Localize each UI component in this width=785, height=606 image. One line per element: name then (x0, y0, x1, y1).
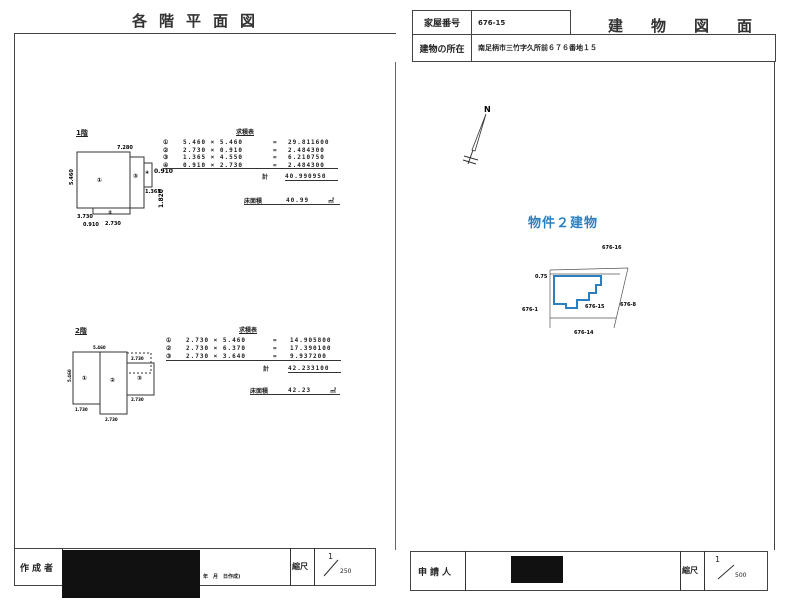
f2-dim-bottom-left: 1.730 (75, 407, 88, 412)
location-label: 建物の所在 (412, 34, 472, 62)
floor2-label: 2階 (75, 327, 87, 335)
floor2-total-label: 計 (263, 366, 270, 373)
floor-plans-title: 各階平面図 (132, 12, 268, 30)
neighbor-north: 676-16 (602, 245, 622, 251)
floor1-floor-area: 床面積 40.99 ㎡ (244, 196, 340, 205)
neighbor-west: 676-1 (522, 307, 539, 313)
applicant-label: 申請人 (418, 568, 455, 578)
site-plan: 676-16 676-1 676-8 676-14 676-15 0.75 (522, 245, 637, 336)
neighbor-south: 676-14 (574, 330, 594, 336)
f2-region-3: ③ (137, 375, 142, 382)
floor1-plan: 7.280 5.460 3.730 2.730 0.910 0.910 1.36… (69, 145, 173, 228)
f2-dim-right-bottom: 2.730 (131, 397, 144, 402)
f2-region-1: ① (82, 375, 87, 382)
created-date: 年 月 日作成) (203, 574, 241, 580)
f1-dim-right-b: 1.365 (145, 189, 161, 195)
f2-dim-top: 5.460 (93, 345, 106, 350)
floor1-total-label: 計 (262, 174, 269, 181)
f1-dim-bottom: 2.730 (105, 221, 121, 227)
f1-dim-bottom-small: 0.910 (83, 222, 99, 228)
f1-region-1: ① (97, 177, 102, 184)
f1-dim-right: 0.910 (154, 168, 173, 175)
f1-dim-bottom-left: 3.730 (77, 214, 93, 220)
f1-dim-top: 7.280 (117, 145, 133, 151)
f1-dim-left: 5.460 (69, 169, 75, 185)
scale-right: 1 500 (715, 555, 747, 580)
left-frame (14, 33, 396, 548)
f1-region-4: ④ (145, 170, 149, 176)
north-label: N (484, 105, 491, 114)
location-value: 南足柄市三竹字久所前６７６番地１５ (471, 34, 776, 62)
floor2-table-title: 求積表 (239, 327, 258, 334)
lot-self: 676-15 (585, 304, 605, 310)
floor2-plan: 5.460 5.460 1.730 2.730 2.730 2.730 ① ② … (67, 345, 155, 422)
floor2-total: 42.233100 (288, 365, 341, 373)
floor1-label: 1階 (76, 129, 88, 137)
right-frame (395, 62, 775, 550)
building-drawing-title: 建物図面 (608, 17, 781, 35)
scale-label-right: 縮尺 (682, 566, 698, 575)
scale-label-left: 縮尺 (292, 562, 308, 571)
f2-dim-left: 5.460 (67, 369, 72, 382)
floor1-total: 40.990950 (285, 173, 338, 181)
f1-region-3: ③ (133, 173, 138, 180)
redacted-applicant (511, 556, 563, 583)
site-building-label: 物件２建物 (528, 216, 599, 231)
floor1-table-title: 求積表 (236, 129, 255, 136)
scale-left: 1 250 (318, 552, 358, 582)
site-offset: 0.75 (535, 274, 548, 280)
redacted-author (62, 550, 200, 598)
f2-dim-right-top: 2.730 (131, 356, 144, 361)
f2-dim-bottom: 2.730 (105, 417, 118, 422)
house-number-value: 676-15 (471, 10, 571, 35)
f1-region-2: ② (108, 210, 112, 216)
neighbor-east: 676-8 (620, 302, 637, 308)
author-label: 作成者 (20, 564, 57, 574)
f1-dim-right-c: 1.820 (158, 189, 165, 208)
floor2-floor-area: 床面積 42.23 ㎡ (250, 386, 340, 395)
footer-right (410, 551, 768, 591)
north-arrow-icon: N (462, 105, 491, 165)
house-number-label: 家屋番号 (412, 10, 472, 35)
f2-region-2: ② (110, 377, 115, 384)
